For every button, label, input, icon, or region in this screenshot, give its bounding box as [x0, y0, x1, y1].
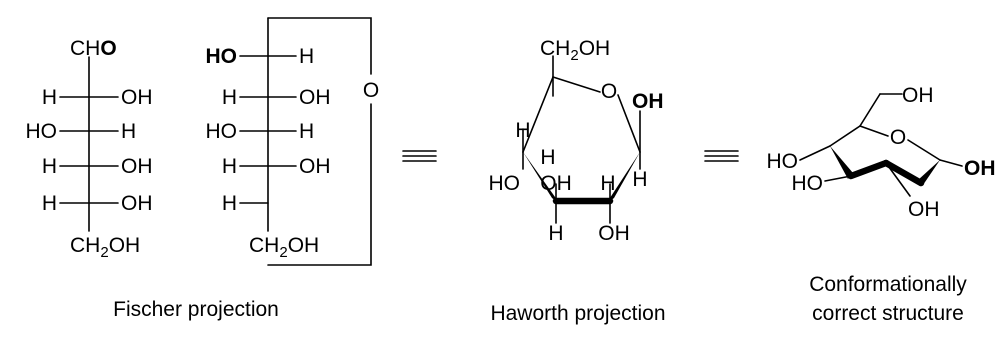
substituent-right: H — [299, 120, 314, 143]
substituent-bond — [799, 145, 831, 161]
substituent-left: H — [222, 155, 237, 178]
hydroxyl-label: OH — [540, 172, 572, 195]
chair-caption-line2: correct structure — [812, 302, 964, 325]
hydrogen-label: H — [540, 146, 555, 169]
hydroxyl-label: OH — [908, 198, 940, 221]
ring-oxygen: O — [890, 126, 906, 149]
haworth-caption: Haworth projection — [490, 302, 665, 325]
hydroxyl-label: HO — [767, 150, 799, 173]
aldehyde-group: CHO — [70, 37, 117, 60]
substituent-left: H — [42, 155, 57, 178]
hydrogen-label: H — [632, 168, 647, 191]
ch2oh-group: CH2OH — [540, 37, 610, 64]
substituent-bond — [859, 93, 881, 127]
fischer-cyclic: HO H H OH HO H H OH H O CH2OH — [206, 17, 379, 266]
anomeric-hydroxyl: OH — [964, 157, 996, 180]
substituent-right: OH — [299, 155, 331, 178]
hydroxyl-label: HO — [489, 172, 521, 195]
anomeric-hydroxyl: HO — [206, 45, 238, 68]
substituent-right: H — [121, 120, 136, 143]
ch2oh-group: CH2OH — [70, 234, 140, 261]
anomeric-hydroxyl: OH — [632, 90, 664, 113]
substituent-right: OH — [299, 86, 331, 109]
substituent-left: HO — [206, 120, 238, 143]
ring-bond — [859, 125, 889, 137]
hydroxyl-label: HO — [792, 172, 824, 195]
substituent-left: H — [222, 86, 237, 109]
ring-bond — [267, 103, 372, 266]
hydrogen-label: H — [548, 222, 563, 245]
substituent-left: HO — [26, 120, 58, 143]
ring-wedge — [523, 152, 560, 204]
substituent-left: H — [222, 192, 237, 215]
ring-oxygen: O — [601, 80, 617, 103]
hydrogen-label: H — [600, 172, 615, 195]
hydroxyl-label: OH — [598, 222, 630, 245]
ring-bond — [267, 17, 372, 75]
substituent-right: OH — [121, 155, 153, 178]
substituent-left: H — [42, 192, 57, 215]
ring-bond — [552, 76, 601, 93]
ring-bond — [907, 139, 941, 161]
haworth-projection: CH2OH O OH H H OH HO H H H OH — [489, 37, 664, 245]
equivalence-symbol — [704, 150, 739, 162]
hydrogen-label: H — [515, 119, 530, 142]
substituent-right: OH — [121, 192, 153, 215]
ring-wedge — [830, 146, 853, 179]
fischer-open-chain: CHO H OH HO H H OH H OH CH2OH — [26, 37, 153, 261]
substituent-bond — [939, 159, 963, 167]
substituent-bond — [824, 175, 852, 182]
ch2oh-group: CH2OH — [249, 234, 319, 261]
ring-bond — [522, 76, 554, 153]
ring-bond — [829, 125, 861, 147]
hydroxyl-label: OH — [902, 84, 934, 107]
ring-bond — [617, 94, 641, 153]
fischer-caption: Fischer projection — [113, 298, 279, 321]
chair-conformation: OH O OH HO HO OH — [767, 84, 996, 221]
ring-wedge — [918, 160, 940, 185]
substituent-bond — [885, 162, 911, 197]
chair-caption-line1: Conformationally — [809, 273, 967, 296]
substituent-right: H — [299, 45, 314, 68]
substituent-left: H — [42, 86, 57, 109]
ring-bond-front — [882, 159, 925, 187]
ring-oxygen: O — [363, 79, 379, 102]
equivalence-symbol — [402, 150, 437, 162]
ring-bond-front — [847, 159, 890, 180]
substituent-right: OH — [121, 86, 153, 109]
ring-wedge — [606, 152, 640, 204]
